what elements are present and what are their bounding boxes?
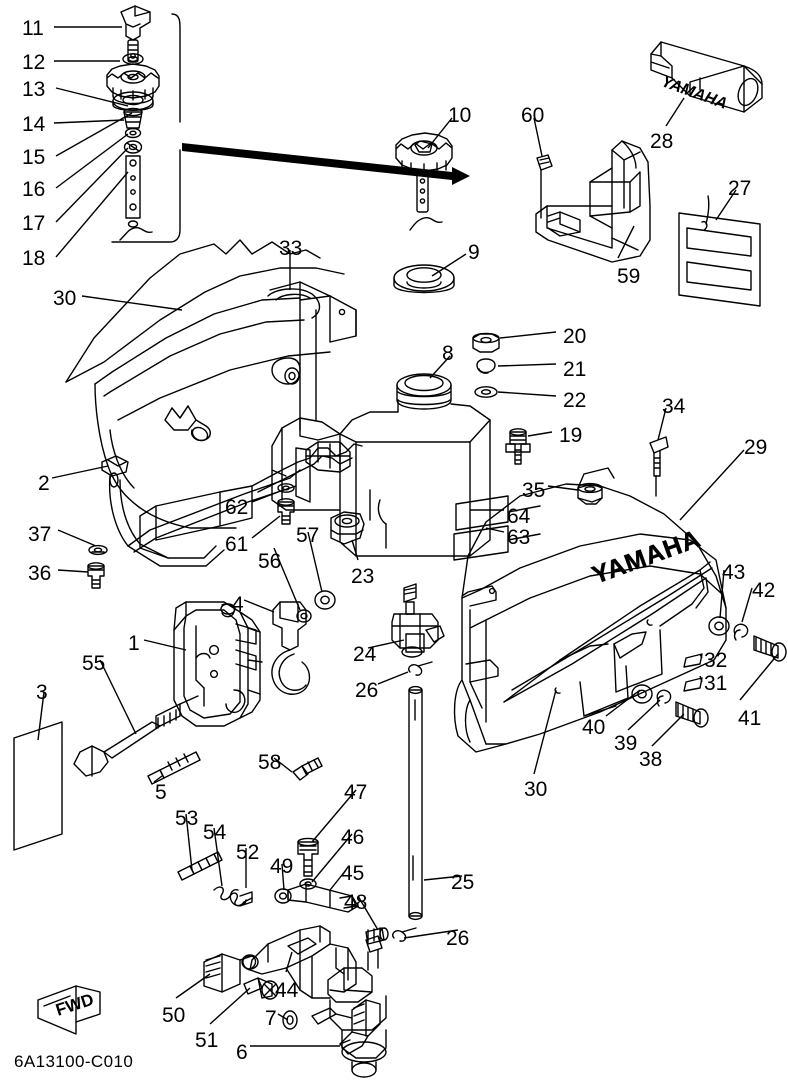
callout-34: 34 bbox=[662, 395, 686, 418]
callout-58: 58 bbox=[258, 751, 282, 774]
callout-31: 31 bbox=[704, 672, 728, 695]
callout-18: 18 bbox=[22, 247, 46, 270]
callout-25: 25 bbox=[451, 871, 475, 894]
callout-19: 19 bbox=[559, 424, 583, 447]
group-small-fasteners bbox=[87, 483, 295, 589]
group-ring-9 bbox=[393, 264, 455, 294]
callout-17: 17 bbox=[22, 212, 46, 235]
callout-6: 6 bbox=[236, 1041, 248, 1064]
callout-23: 23 bbox=[351, 565, 375, 588]
callout-30-right: 30 bbox=[524, 778, 548, 801]
leader-lines bbox=[37, 26, 779, 1047]
callout-37: 37 bbox=[28, 523, 52, 546]
group-fwd-arrow bbox=[37, 985, 101, 1035]
callout-53: 53 bbox=[175, 807, 199, 830]
callout-7: 7 bbox=[265, 1007, 277, 1030]
callout-3: 3 bbox=[36, 681, 48, 704]
diagram-part-number: 6A13100-C010 bbox=[14, 1052, 134, 1071]
callout-63: 63 bbox=[507, 526, 531, 549]
callout-55: 55 bbox=[82, 652, 106, 675]
callout-42: 42 bbox=[752, 579, 776, 602]
callout-41: 41 bbox=[738, 707, 762, 730]
group-lower-linkage bbox=[177, 837, 389, 1000]
group-right-cowling-29 bbox=[453, 483, 727, 753]
callout-60: 60 bbox=[521, 104, 545, 127]
callout-10: 10 bbox=[448, 104, 472, 127]
callout-21: 21 bbox=[563, 358, 587, 381]
group-56-57-23-24 bbox=[296, 511, 445, 676]
group-fasteners-41-43 bbox=[708, 616, 787, 662]
callout-8: 8 bbox=[442, 342, 454, 365]
callout-29: 29 bbox=[744, 436, 768, 459]
group-fuel-cock-lower bbox=[282, 935, 387, 1078]
callout-11: 11 bbox=[22, 17, 44, 40]
callout-45: 45 bbox=[341, 862, 365, 885]
callout-2: 2 bbox=[38, 472, 50, 495]
callout-35: 35 bbox=[522, 479, 546, 502]
callout-64: 64 bbox=[507, 505, 531, 528]
callout-44: 44 bbox=[275, 979, 299, 1002]
callout-13: 13 bbox=[22, 78, 46, 101]
callout-26-lower: 26 bbox=[446, 927, 470, 950]
callout-14: 14 bbox=[22, 113, 46, 136]
callout-28: 28 bbox=[650, 130, 674, 153]
callout-30-left: 30 bbox=[53, 287, 77, 310]
callout-49: 49 bbox=[270, 855, 294, 878]
callout-47: 47 bbox=[344, 781, 368, 804]
group-fasteners-38-40 bbox=[631, 684, 709, 728]
callout-36: 36 bbox=[28, 562, 52, 585]
group-left-cowling-30 bbox=[65, 239, 363, 567]
callout-26-upper: 26 bbox=[355, 679, 379, 702]
callout-43: 43 bbox=[722, 561, 746, 584]
callout-40: 40 bbox=[582, 716, 606, 739]
group-decal-28 bbox=[650, 41, 763, 113]
callout-15: 15 bbox=[22, 146, 46, 169]
callout-48: 48 bbox=[344, 891, 368, 914]
callout-16: 16 bbox=[22, 178, 46, 201]
callout-4: 4 bbox=[232, 593, 244, 616]
callout-52: 52 bbox=[236, 841, 260, 864]
group-rod-25 bbox=[392, 685, 423, 942]
callout-57: 57 bbox=[296, 524, 320, 547]
callout-59: 59 bbox=[617, 265, 641, 288]
callout-54: 54 bbox=[203, 821, 227, 844]
group-bracket-assembly-1 bbox=[13, 601, 323, 851]
callout-20: 20 bbox=[563, 325, 587, 348]
roll-yamaha-decal-text: YAMAHA bbox=[657, 73, 731, 112]
group-bracket-59 bbox=[535, 140, 651, 263]
callout-24: 24 bbox=[353, 643, 377, 666]
group-fasteners-20-22 bbox=[472, 332, 531, 465]
group-tiller-stack bbox=[106, 5, 470, 243]
callout-9: 9 bbox=[468, 241, 480, 264]
callout-51: 51 bbox=[195, 1029, 219, 1052]
callout-39: 39 bbox=[614, 732, 638, 755]
callout-61: 61 bbox=[225, 533, 249, 556]
callout-46: 46 bbox=[341, 826, 365, 849]
callout-27: 27 bbox=[728, 177, 752, 200]
callout-12: 12 bbox=[22, 51, 46, 74]
fwd-arrow-text: FWD bbox=[53, 990, 96, 1020]
callout-22: 22 bbox=[563, 389, 587, 412]
group-label-27 bbox=[678, 195, 761, 307]
callout-1: 1 bbox=[128, 632, 140, 655]
callout-38: 38 bbox=[639, 748, 663, 771]
group-tabs-31-32 bbox=[683, 653, 703, 692]
callout-32: 32 bbox=[704, 649, 728, 672]
callout-5: 5 bbox=[155, 781, 167, 804]
group-fuel-cap-10 bbox=[395, 132, 453, 231]
callout-56: 56 bbox=[258, 550, 282, 573]
callout-50: 50 bbox=[162, 1004, 186, 1027]
callout-62: 62 bbox=[225, 496, 249, 519]
callout-33: 33 bbox=[279, 237, 303, 260]
group-fuel-tank bbox=[271, 373, 491, 557]
